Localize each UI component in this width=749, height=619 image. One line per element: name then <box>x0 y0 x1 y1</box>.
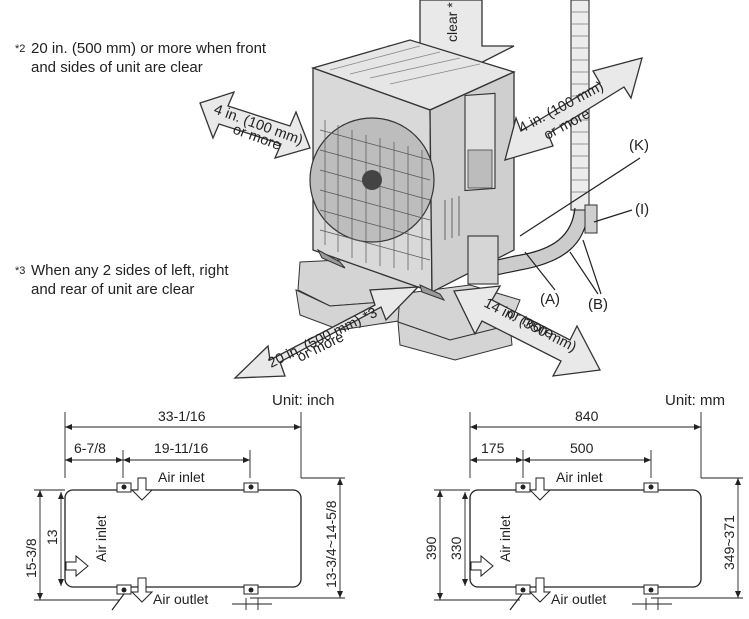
top-clearance-label: clear * <box>444 2 460 42</box>
plan-mm-offset: 175 <box>481 440 505 456</box>
air-inlet-side-arrow-icon <box>65 554 89 578</box>
air-outlet-arrow-icon <box>528 577 552 603</box>
callout-a: (A) <box>540 291 560 308</box>
note-3: *3 When any 2 sides of left, right and r… <box>15 262 229 298</box>
plan-view-inch: Unit: inch 33-1/16 6-7/8 19-11/16 Air in… <box>23 392 345 611</box>
plan-inch-air-inlet-top: Air inlet <box>158 469 205 485</box>
plan-inch-air-outlet: Air outlet <box>153 591 208 607</box>
plan-inch-offset: 6-7/8 <box>74 440 106 456</box>
note-3-line2: and rear of unit are clear <box>31 281 194 298</box>
callout-b: (B) <box>588 296 608 313</box>
callout-i: (I) <box>635 201 649 218</box>
air-inlet-top-arrow-icon <box>130 477 154 501</box>
bolt-hole-icon <box>515 482 659 595</box>
plan-inch-span: 19-11/16 <box>154 440 208 456</box>
plan-mm-air-inlet-side: Air inlet <box>497 515 513 562</box>
plan-inch-air-inlet-side: Air inlet <box>93 515 109 562</box>
note-2-mark: *2 <box>15 43 25 55</box>
plan-inch-overall: 33-1/16 <box>158 408 206 424</box>
bolt-hole-icon <box>116 482 259 595</box>
plan-mm-air-outlet: Air outlet <box>551 591 606 607</box>
outdoor-unit <box>309 39 516 301</box>
note-2-line2: and sides of unit are clear <box>31 59 203 76</box>
plan-view-mm: Unit: mm 840 175 500 Air inlet Air inlet… <box>423 392 743 611</box>
front-right-clearance-arrow: 14 in. (350 mm) or more <box>453 285 602 377</box>
note-3-mark: *3 <box>15 265 25 277</box>
plan-mm-span: 500 <box>570 440 594 456</box>
plan-inch-unit: Unit: inch <box>272 392 335 409</box>
plan-mm-overall: 840 <box>575 408 599 424</box>
plan-inch-depth-right: 13-3/4~14-5/8 <box>323 500 339 588</box>
note-2-line1: 20 in. (500 mm) or more when front <box>31 40 267 57</box>
callout-k: (K) <box>629 137 649 154</box>
air-inlet-side-arrow-icon <box>470 554 494 578</box>
plan-mm-depth-inner: 330 <box>448 536 464 560</box>
vertical-pipe <box>468 0 598 281</box>
plan-inch-depth-outer: 15-3/8 <box>23 538 39 578</box>
note-3-line1: When any 2 sides of left, right <box>31 262 229 279</box>
left-clearance-arrow: 4 in. (100 mm) or more <box>199 90 311 160</box>
plan-mm-depth-right: 349~371 <box>721 515 737 570</box>
plan-inch-depth-inner: 13 <box>44 529 60 545</box>
plan-mm-air-inlet-top: Air inlet <box>556 469 603 485</box>
plan-mm-depth-outer: 390 <box>423 536 439 560</box>
plan-mm-unit: Unit: mm <box>665 392 725 409</box>
air-outlet-arrow-icon <box>130 577 154 603</box>
air-inlet-top-arrow-icon <box>528 477 552 501</box>
callouts: (K) (I) (A) (B) <box>519 137 649 313</box>
note-2: *2 20 in. (500 mm) or more when front an… <box>15 40 267 76</box>
